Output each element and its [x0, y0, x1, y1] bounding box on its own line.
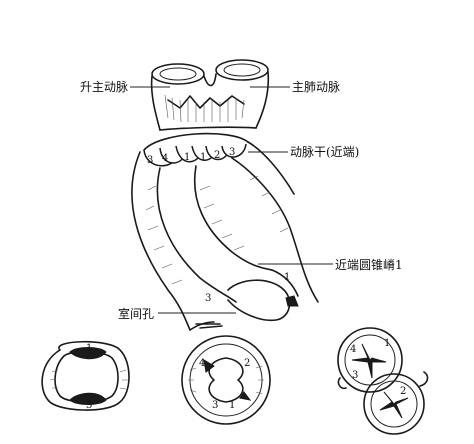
cross-section-1: 1 3	[41, 340, 130, 411]
conus-left-wall	[131, 151, 191, 331]
ventricular-chamber	[227, 279, 291, 322]
truncus-cut-edge	[167, 95, 245, 109]
cs2-label-1: 1	[229, 400, 235, 411]
cusp-label-4: 4	[162, 153, 168, 164]
conus-right-wall	[231, 157, 319, 303]
cusp-label-1b: 1	[200, 152, 206, 163]
outflow-tract-drawing: 3 4 1 1 2 3 1 3	[131, 59, 319, 331]
label-proximal-ridge: 近端圆锥嵴1	[335, 258, 403, 272]
ridge-tip	[285, 295, 299, 307]
cs3-label-4: 4	[350, 344, 356, 355]
cs3-label-1: 1	[384, 338, 390, 349]
cs3-label-3: 3	[352, 370, 358, 381]
label-truncus-proximal: 动脉干(近端)	[290, 144, 359, 159]
aorta-opening	[151, 63, 205, 85]
conus-inner-wall-1	[156, 167, 237, 303]
cusp-3-right	[221, 143, 247, 158]
conus-inner-wall-2	[193, 165, 273, 271]
cs2-label-2: 2	[244, 358, 250, 369]
ridge-number: 1	[284, 272, 290, 283]
cusps-row	[143, 132, 249, 167]
cs2-label-3: 3	[212, 400, 218, 411]
label-ventricular-foramen: 室间孔	[118, 306, 154, 321]
cusp-label-3a: 3	[147, 155, 153, 166]
cusp-label-3b: 3	[229, 147, 235, 158]
cusp-label-2: 2	[214, 150, 220, 161]
cs3-label-2: 2	[400, 386, 406, 397]
cusp-label-1a: 1	[184, 152, 190, 163]
foramen-number: 3	[205, 293, 211, 304]
label-ascending-aorta: 升主动脉	[80, 79, 128, 94]
cs2-label-4: 4	[199, 358, 205, 369]
pulmonary-opening	[215, 59, 269, 81]
cs1-label-top: 1	[86, 343, 92, 354]
cross-section-3: 4 1 3 2	[337, 327, 429, 435]
label-pulmonary-trunk: 主肺动脉	[292, 79, 340, 94]
cross-section-2: 4 2 1 3	[181, 335, 271, 425]
labels: 升主动脉 主肺动脉 动脉干(近端) 近端圆锥嵴1 室间孔	[80, 79, 403, 321]
truncus-left-wall	[150, 75, 161, 131]
cs1-label-bottom: 3	[86, 400, 92, 411]
truncus-right-wall	[255, 71, 270, 129]
